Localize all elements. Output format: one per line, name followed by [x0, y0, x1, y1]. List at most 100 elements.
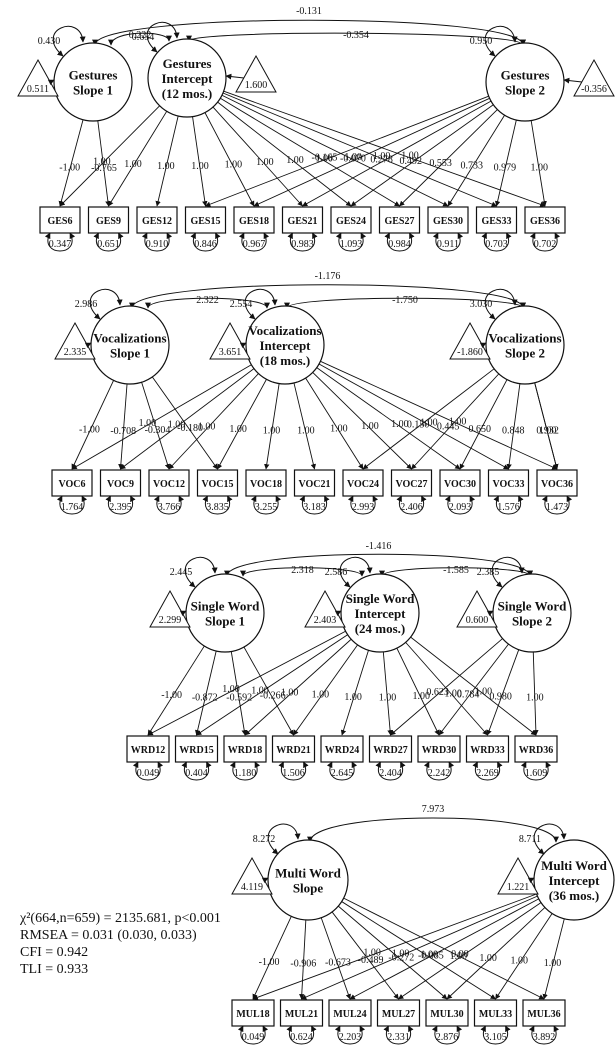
factor-loading-path [530, 120, 547, 207]
residual-variance: 1.180 [234, 768, 257, 779]
indicator-box [126, 735, 170, 763]
covariance-value: 7.973 [422, 804, 445, 815]
indicator-label: GES30 [433, 216, 463, 227]
indicator-label: GES27 [384, 216, 414, 227]
covariance-value: -1.176 [315, 271, 341, 282]
covariance-arc [129, 284, 526, 309]
covariance-value: -1.416 [366, 541, 392, 552]
factor-mean: 0.511 [27, 84, 49, 95]
indicator-box [465, 735, 510, 763]
factor-loading-path [301, 895, 538, 1000]
tli-stat: TLI = 0.933 [20, 962, 89, 977]
factor-loading-path [120, 368, 255, 470]
loading-value: -0.272 [388, 953, 414, 964]
mean-path [179, 610, 187, 617]
indicator-box [473, 999, 518, 1027]
loading-value: 0.623 [426, 687, 449, 698]
loading-value: -1.00 [161, 690, 182, 701]
residual-loop [286, 1025, 317, 1045]
indicator-box [522, 999, 566, 1027]
residual-variance: 2.269 [476, 768, 499, 779]
factor-loading-path [350, 104, 494, 207]
residual-variance: 3.255 [255, 502, 278, 513]
chi-square-stat: χ²(664,n=659) = 2135.681, p<0.001 [20, 911, 221, 926]
factor-loading-path [59, 105, 160, 207]
indicator-label: WRD33 [470, 745, 504, 756]
loading-value: 1.00 [222, 684, 240, 695]
factor-loading-path [147, 645, 205, 736]
covariance-value: -0.354 [343, 30, 369, 41]
loading-value: -0.872 [192, 692, 218, 703]
factor-label: Vocalizations [488, 331, 561, 346]
factor-loading-path [204, 95, 489, 207]
loading-value: 0.553 [429, 158, 452, 169]
indicator-label: GES9 [96, 216, 121, 227]
loading-value: 1.00 [539, 425, 557, 436]
indicator-label: GES18 [239, 216, 269, 227]
residual-loop [520, 761, 552, 781]
mean-triangle [209, 321, 251, 360]
loading-value: 0.492 [400, 156, 423, 167]
residual-loop [481, 232, 512, 252]
factor-loading-path [58, 119, 84, 207]
covariance-value: -0.131 [296, 6, 322, 17]
loading-value: -0.765 [91, 163, 117, 174]
mean-triangle [235, 54, 277, 93]
loading-value: 1.00 [330, 423, 348, 434]
residual-loop [529, 232, 561, 252]
factor-loading-path [108, 111, 168, 207]
residual-loop [335, 232, 367, 252]
residual-variance: 3.892 [533, 1032, 556, 1043]
factor-mean: 2.299 [159, 615, 182, 626]
factor-loading-path [223, 90, 546, 207]
factor-label: Single Word [191, 599, 261, 614]
indicator-label: VOC21 [298, 479, 330, 490]
loading-value: -0.180 [177, 423, 203, 434]
indicator-label: MUL18 [236, 1009, 269, 1020]
indicator-label: GES15 [190, 216, 220, 227]
loading-value: -0.906 [290, 958, 316, 969]
covariance-value: 0.222 [129, 30, 152, 41]
factor-loading-path [155, 115, 179, 207]
residual-variance: 3.766 [158, 502, 181, 513]
mean-triangle [149, 589, 191, 628]
variance-loop [146, 22, 180, 53]
variance-loop [339, 557, 373, 588]
factor-loading-path [411, 373, 500, 470]
factor-loading-path [459, 379, 508, 470]
indicator-label: VOC15 [201, 479, 233, 490]
indicator-box [417, 735, 461, 763]
factor-loading-path [390, 638, 503, 736]
variance-loop [267, 823, 301, 855]
factor-loading-path [196, 634, 348, 736]
factor-variance: 8.272 [253, 834, 276, 845]
mean-triangle [456, 589, 498, 628]
model-fit-statistics: χ²(664,n=659) = 2135.681, p<0.001 RMSEA … [20, 910, 221, 978]
factor-label: Slope 1 [73, 83, 113, 98]
factor-variance: 0.950 [470, 36, 493, 47]
indicator-label: MUL30 [430, 1009, 463, 1020]
factor-loading-path [299, 919, 307, 1000]
loading-value: 1.00 [530, 163, 548, 174]
residual-loop [132, 761, 164, 781]
residual-loop [472, 761, 503, 781]
indicator-label: VOC6 [58, 479, 85, 490]
indicator-label: VOC27 [395, 479, 427, 490]
indicator-label: VOC9 [107, 479, 134, 490]
covariance-arc [92, 19, 526, 46]
residual-loop [190, 232, 221, 252]
residual-loop [153, 495, 185, 515]
factor-loading-path [396, 647, 440, 736]
indicator-box [245, 469, 287, 497]
residual-loop [444, 495, 476, 515]
indicator-label: VOC30 [444, 479, 476, 490]
loading-value: 0.150 [407, 420, 430, 431]
factor-loading-path [405, 642, 488, 736]
residual-loop [229, 761, 261, 781]
factor-loading-path [302, 100, 492, 207]
factor-loading-path [382, 651, 393, 736]
residual-loop [250, 495, 282, 515]
residual-variance: 0.967 [243, 239, 266, 250]
indicator-label: WRD36 [519, 745, 553, 756]
indicator-box [99, 469, 142, 497]
